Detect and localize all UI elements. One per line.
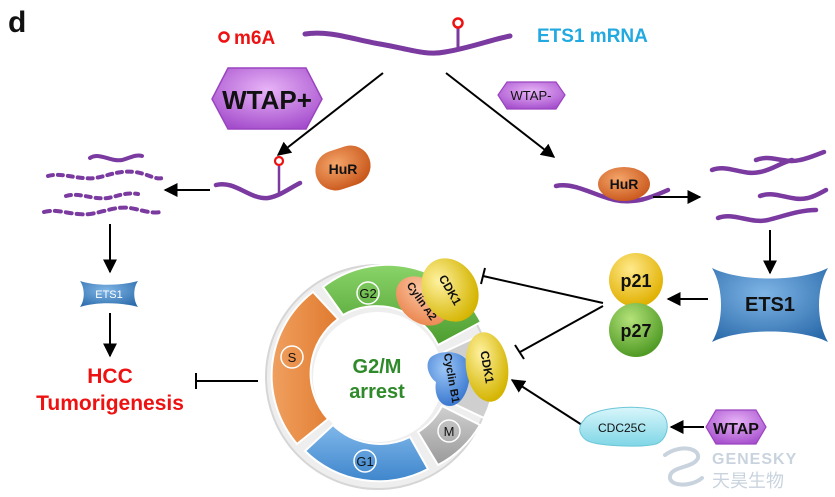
phase-g1-label: G1 [356, 454, 373, 469]
cdc25c-shape: CDC25C [579, 406, 668, 447]
hur-right-blob: HuR [598, 167, 650, 201]
panel-label: d [8, 6, 26, 39]
cdc25c-label: CDC25C [598, 421, 646, 435]
phase-m-segment [416, 404, 482, 467]
arrest-label: arrest [349, 381, 405, 403]
cdk1-top-blob: CDK1 [421, 258, 479, 322]
genesky-watermark: GENESKY 天昊生物 [663, 446, 797, 491]
mrna-copies [709, 149, 829, 224]
hcc-label: HCC [87, 365, 133, 388]
wtap-bottom-label: WTAP [713, 421, 759, 438]
wtap-minus-label: WTAP- [511, 88, 552, 103]
arrow-to-right-path [445, 72, 556, 158]
inhibition-to-cdk1-bottom [514, 305, 604, 360]
mrna-label: ETS1 mRNA [537, 26, 648, 47]
phase-g2-label: G2 [359, 286, 376, 301]
phase-s-label: S [288, 350, 297, 365]
m6a-legend: m6A [218, 28, 275, 49]
g2m-label: G2/M [353, 356, 402, 378]
inhibition-to-cdk1-top [480, 267, 604, 304]
p21-circle: p21 [609, 253, 663, 307]
tumorigenesis-label: Tumorigenesis [36, 392, 184, 415]
ets1-small-label: ETS1 [95, 289, 123, 301]
cyclin-b1-blob: Cyclin B1 [427, 352, 470, 406]
p21-label: p21 [620, 271, 651, 291]
wtap-plus-label: WTAP+ [222, 85, 312, 115]
degraded-mrna [42, 153, 164, 217]
phase-g1-segment [303, 423, 430, 483]
watermark-latin: GENESKY [712, 451, 797, 468]
hur-right-label: HuR [610, 176, 639, 192]
right-mrna-bound [553, 183, 671, 204]
cdk1-bottom-blob: CDK1 [465, 332, 509, 402]
wtap-bottom-hexagon: WTAP [705, 409, 767, 445]
ets1-mrna-top [302, 17, 513, 56]
m6a-marker-icon [218, 31, 230, 43]
ets1-small-shape: ETS1 [80, 281, 138, 307]
inhibition-cycle-to-hcc [195, 373, 258, 389]
arrow-to-left-path [276, 72, 384, 156]
ets1-large-shape: ETS1 [712, 268, 828, 342]
hur-left-blob: HuR [315, 145, 371, 191]
m6a-site-left-icon [273, 155, 285, 167]
phase-m-label: M [444, 424, 455, 439]
ets1-large-label: ETS1 [745, 294, 795, 316]
p27-label: p27 [620, 321, 651, 341]
hur-left-label: HuR [329, 161, 358, 177]
watermark-chinese: 天昊生物 [712, 471, 784, 491]
m6a-label: m6A [234, 28, 275, 49]
left-mrna-modified [213, 155, 303, 201]
wtap-minus-hexagon: WTAP- [497, 81, 566, 110]
m6a-site-icon [452, 17, 464, 29]
arrow-cdc25c-to-cdk1 [510, 379, 583, 426]
cdk1-bottom-label: CDK1 [477, 350, 497, 385]
wtap-plus-hexagon: WTAP+ [211, 67, 323, 130]
phase-s-segment [270, 290, 340, 446]
p27-circle: p27 [609, 303, 663, 357]
